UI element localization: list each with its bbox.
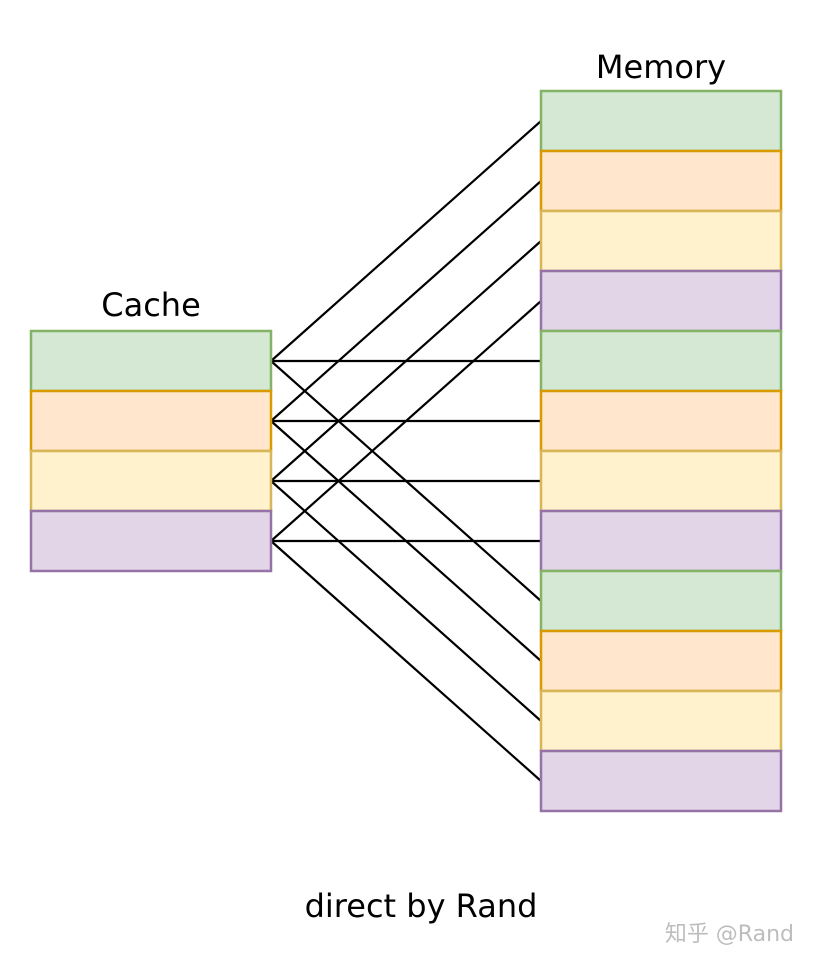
memory-blocks [539, 89, 783, 813]
memory-block-9 [539, 629, 783, 693]
cache-block-1 [29, 389, 273, 453]
diagram-caption: direct by Rand [305, 887, 538, 925]
memory-block-10 [539, 689, 783, 753]
mapping-line-9 [270, 300, 542, 542]
memory-block-4 [539, 329, 783, 393]
memory-block-2 [539, 209, 783, 273]
mapping-line-11 [270, 540, 542, 782]
memory-block-8 [539, 569, 783, 633]
mapping-line-6 [270, 240, 542, 482]
mapping-line-8 [270, 480, 542, 722]
watermark: 知乎 @Rand [665, 922, 794, 947]
mapping-line-0 [270, 120, 542, 362]
memory-block-7 [539, 509, 783, 573]
cache-label: Cache [101, 286, 201, 324]
memory-label: Memory [596, 48, 726, 86]
memory-block-11 [539, 749, 783, 813]
memory-block-1 [539, 149, 783, 213]
cache-block-0 [29, 329, 273, 393]
mapping-lines [270, 120, 542, 782]
cache-blocks [29, 329, 273, 573]
cache-block-3 [29, 509, 273, 573]
cache-block-2 [29, 449, 273, 513]
memory-block-6 [539, 449, 783, 513]
memory-block-0 [539, 89, 783, 153]
memory-block-3 [539, 269, 783, 333]
memory-block-5 [539, 389, 783, 453]
mapping-line-3 [270, 180, 542, 422]
